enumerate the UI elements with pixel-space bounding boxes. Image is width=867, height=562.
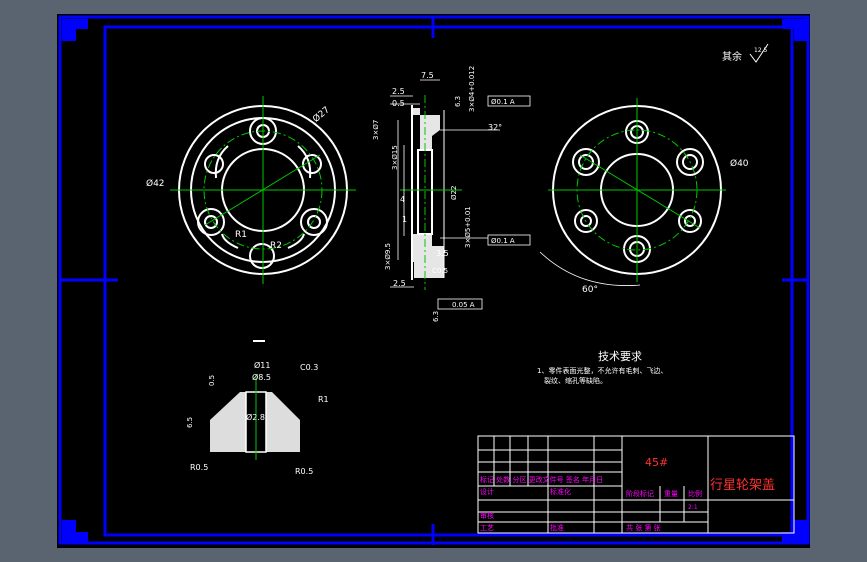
- tolerance-bottom: Ø0.1 A: [491, 237, 515, 245]
- drawing-sheet: [57, 14, 810, 548]
- detail-c0-3: C0.3: [300, 363, 318, 372]
- stage-marks-label: 阶段标记: [626, 489, 654, 498]
- front-dia-outer: Ø42: [146, 178, 165, 189]
- dim-7-5: 7.5: [421, 71, 434, 80]
- dim-bore: 3×Ø5+0.01: [464, 206, 472, 248]
- roughness-symbol-icon: [749, 43, 769, 63]
- detail-r0-5-left: R0.5: [190, 463, 208, 472]
- dim-3x9-5: 3×Ø9.5: [384, 243, 392, 270]
- scale-label: 比例: [688, 489, 702, 498]
- title-block: [477, 435, 795, 534]
- corner-markers: [62, 19, 808, 542]
- front-view-centerlines: [170, 96, 356, 284]
- tech-req-title: 技术要求: [598, 350, 642, 363]
- flatness-frame: [437, 298, 483, 310]
- approve-label: 批准: [550, 523, 564, 532]
- roughness-top: 6.3: [454, 96, 462, 107]
- roughness-bottom: 6.3: [432, 311, 440, 322]
- chamfer-c0-5: C0.5: [432, 267, 448, 275]
- surface-note: 其余: [722, 50, 742, 63]
- tolerance-top: Ø0.1 A: [491, 98, 515, 106]
- section-view: [400, 95, 462, 290]
- rear-dia-pcd: Ø40: [730, 158, 749, 169]
- detail-dim-0-5: 0.5: [208, 375, 216, 386]
- dim-3x7: 3×Ø7: [372, 120, 380, 140]
- section-dimension-lines: [390, 79, 500, 288]
- rear-angle: 60°: [582, 285, 598, 295]
- detail-r1: R1: [318, 395, 329, 404]
- detail-view: [210, 375, 300, 460]
- standardization-label: 标准化: [550, 487, 571, 496]
- tech-req-line1: 1、零件表面光整，不允许有毛刺、飞边、: [537, 366, 667, 375]
- detail-r0-5-right: R0.5: [295, 467, 313, 476]
- detail-dia-11: Ø11: [254, 360, 270, 370]
- material: 45#: [645, 456, 668, 469]
- dim-22: Ø22: [450, 186, 458, 200]
- angle-arc: [539, 251, 641, 286]
- dim-1: 1: [402, 215, 407, 224]
- sheet-info: 共 张 第 张: [626, 523, 661, 532]
- weight-label: 重量: [664, 490, 678, 498]
- dim-2-5-top: 2.5: [392, 87, 405, 96]
- front-r-large: R2: [270, 241, 282, 251]
- designer-label: 设计: [480, 487, 494, 496]
- tolerance-frame-bottom: [487, 234, 531, 246]
- scale-value: 2:1: [688, 504, 698, 511]
- detail-dia-2-8: Ø2.8: [246, 412, 265, 422]
- dim-3-5: 3.5: [436, 249, 449, 258]
- dim-3x15: 3×Ø15: [391, 145, 399, 170]
- process-label: 工艺: [480, 524, 494, 532]
- dim-0-5: 0.5: [392, 99, 405, 108]
- chamfer-32: 32°: [488, 123, 502, 132]
- dim-4: 4: [400, 195, 405, 204]
- centering-marks: [60, 17, 808, 545]
- flatness-tolerance: 0.05 A: [452, 301, 475, 309]
- hole-callout: 3×Ø4+0.012: [468, 66, 476, 112]
- detail-dim-6-5: 6.5: [186, 417, 194, 428]
- tech-req-line2: 裂纹、缩孔等缺陷。: [544, 376, 607, 385]
- rear-view-centerlines: [548, 98, 726, 282]
- front-r-small: R1: [235, 230, 247, 240]
- detail-dia-8-5: Ø8.5: [252, 372, 271, 382]
- surface-note-value: 12.5: [754, 47, 768, 54]
- part-name: 行星轮架盖: [710, 478, 775, 493]
- dim-2-5-bottom: 2.5: [393, 279, 406, 288]
- tolerance-frame-top: [487, 95, 531, 107]
- revision-row-labels: 标记 处数 分区 更改文件号 签名 年月日: [480, 475, 603, 484]
- checker-label: 审核: [480, 511, 494, 520]
